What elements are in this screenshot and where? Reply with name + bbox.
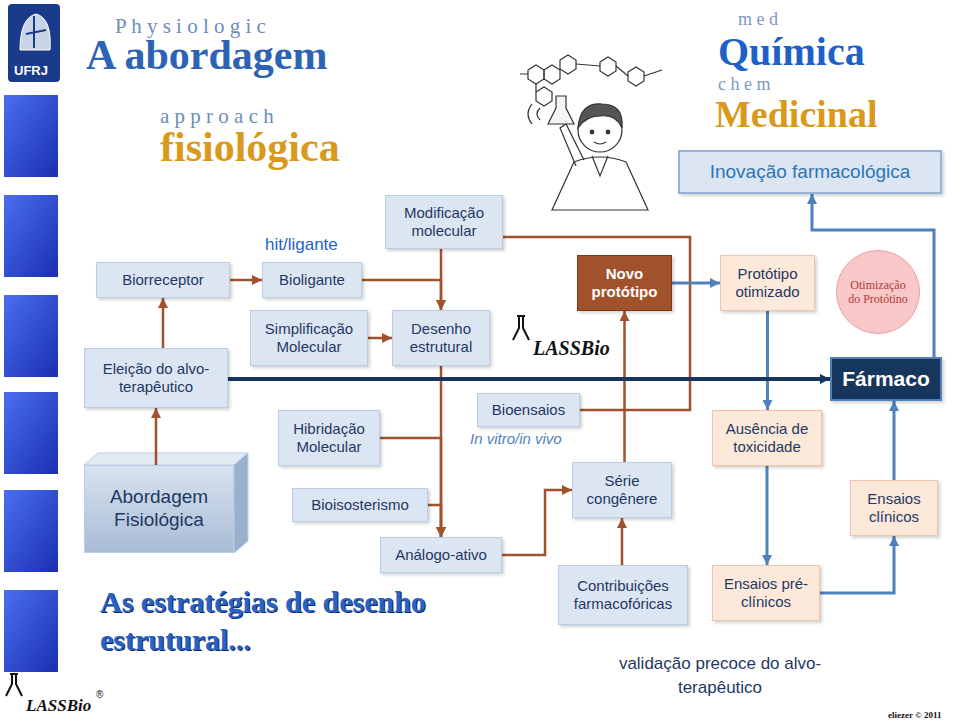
- process-box: Bioligante: [262, 262, 362, 298]
- box-text: Série congênere: [579, 472, 665, 508]
- stage-box: Ausência de toxicidade: [712, 410, 822, 466]
- process-box: Bioensaios: [477, 393, 580, 427]
- logo-text: LASSBio: [533, 338, 610, 358]
- box-text: Bioligante: [279, 271, 345, 289]
- process-box: Série congênere: [572, 462, 672, 518]
- box-text: Bioensaios: [492, 401, 565, 419]
- box-text: Análogo-ativo: [395, 546, 487, 564]
- flow-arrow: [428, 505, 441, 537]
- flow-arrow: [440, 249, 443, 310]
- flow-arrow: [766, 466, 769, 565]
- box-text: Protótipo otimizado: [727, 265, 808, 301]
- box-text: Simplificação Molecular: [257, 320, 361, 356]
- process-box: Simplificação Molecular: [250, 310, 368, 366]
- annotation-text: In vitro/in vivo: [470, 431, 562, 446]
- process-box: Modificação molecular: [385, 195, 503, 249]
- slogan-text: As estratégias de desenho estrutural...: [100, 583, 430, 658]
- prototype-box: Novo protótipo: [577, 255, 672, 311]
- box-text: Desenho estrutural: [399, 320, 483, 356]
- stage-box: Ensaios clínicos: [850, 480, 938, 536]
- flow-arrow: [672, 282, 720, 285]
- subtitle-text: m e d: [738, 10, 778, 28]
- flow-arrow: [368, 337, 392, 340]
- stage-box: Ensaios pré-clínicos: [712, 565, 820, 621]
- credit-text: eliezer © 2011: [888, 711, 942, 720]
- approach-box: Abordagem Fisiológica: [84, 465, 234, 553]
- flow-arrow: [621, 518, 624, 565]
- box-text: Abordagem Fisiológica: [91, 486, 227, 532]
- side-squares: [4, 95, 58, 672]
- lassbio-flask: [6, 316, 529, 696]
- process-box: Bioisosterismo: [292, 488, 428, 522]
- flow-arrow: [230, 279, 262, 282]
- logo-text: UFRJ: [14, 64, 48, 77]
- box-text: Biorreceptor: [122, 271, 204, 289]
- logo-text: LASSBio: [26, 697, 91, 714]
- flow-arrow: [503, 237, 690, 410]
- flow-arrow: [502, 490, 572, 555]
- caption-text: validação precoce do alvo-terapêutico: [600, 652, 840, 700]
- scientist-illustration: [520, 55, 662, 210]
- flow-arrow: [228, 377, 830, 381]
- abordagem-box-faces: [84, 453, 248, 553]
- box-text: Bioisosterismo: [311, 496, 409, 514]
- process-box: Eleição do alvo-terapêutico: [84, 348, 228, 408]
- subtitle-text: a p p r o a c h: [160, 106, 274, 127]
- heading-text: A abordagem: [86, 34, 328, 76]
- box-text: Hibridação Molecular: [285, 420, 373, 456]
- process-box: Contribuições farmacofóricas: [558, 565, 688, 625]
- box-text: Modificação molecular: [392, 204, 496, 240]
- heading-text: Química: [718, 32, 865, 72]
- box-text: Ensaios clínicos: [857, 490, 931, 526]
- flow-arrow: [623, 311, 626, 462]
- heading-text: Medicinal: [715, 95, 878, 133]
- flow-arrow: [162, 298, 165, 348]
- drug-box: Fármaco: [830, 357, 942, 401]
- box-text: Ausência de toxicidade: [719, 420, 815, 456]
- optimization-circle: Otimização do Protótino: [836, 250, 920, 334]
- box-text: Otimização do Protótino: [847, 278, 909, 307]
- innovation-box: Inovação farmacológica: [678, 150, 942, 194]
- flow-arrow: [812, 194, 934, 357]
- box-text: Eleição do alvo-terapêutico: [91, 360, 221, 396]
- box-text: Inovação farmacológica: [710, 161, 911, 184]
- process-box: Desenho estrutural: [392, 310, 490, 366]
- flow-arrow: [820, 536, 894, 593]
- box-text: Fármaco: [842, 366, 930, 391]
- process-box: Análogo-ativo: [380, 537, 502, 573]
- process-box: Biorreceptor: [96, 262, 230, 298]
- flow-arrow: [766, 311, 769, 410]
- box-text: Ensaios pré-clínicos: [719, 575, 813, 611]
- flow-arrow: [362, 280, 441, 310]
- subtitle-text: c h e m: [718, 75, 770, 93]
- trademark-mark: ®: [96, 690, 103, 700]
- process-box: Hibridação Molecular: [278, 410, 380, 466]
- flow-arrow: [893, 401, 896, 480]
- ufrj-shield: [8, 4, 60, 82]
- flow-arrow: [155, 408, 158, 465]
- annotation-text: hit/ligante: [265, 236, 338, 253]
- heading-text: fisiológica: [160, 126, 340, 168]
- stage-box: Protótipo otimizado: [720, 255, 815, 311]
- box-text: Contribuições farmacofóricas: [565, 577, 681, 613]
- box-text: Novo protótipo: [584, 265, 665, 301]
